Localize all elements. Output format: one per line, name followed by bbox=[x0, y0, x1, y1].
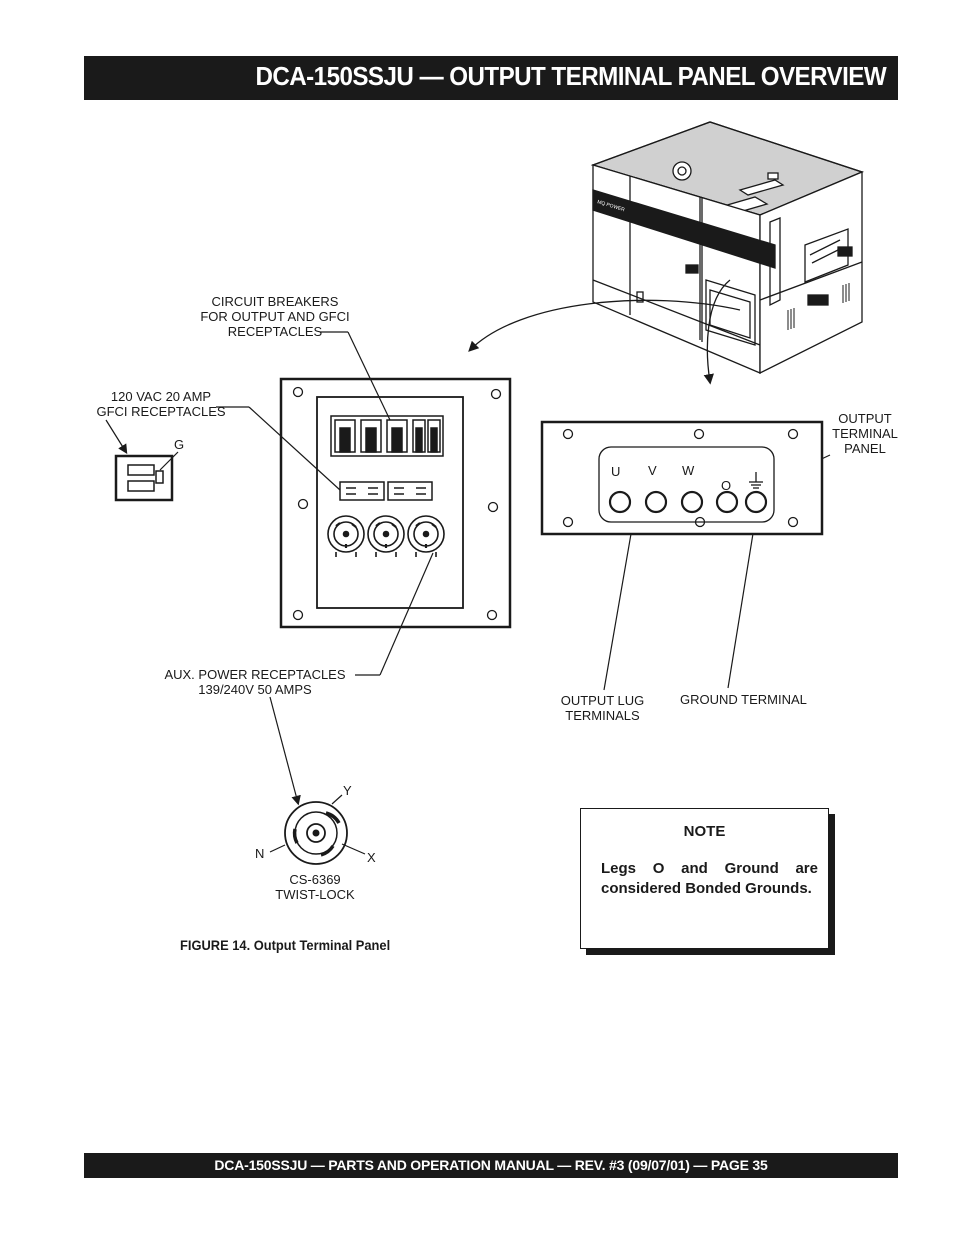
gfci-label-line1: 120 VAC 20 AMP bbox=[110, 389, 212, 404]
twist-lock-pin-x: X bbox=[367, 850, 376, 865]
output-terminal-panel-label-line1: OUTPUT bbox=[838, 411, 892, 426]
circuit-breakers-label-line3: RECEPTACLES bbox=[227, 324, 323, 339]
aux-power-label-line1: AUX. POWER RECEPTACLES bbox=[164, 667, 346, 682]
twist-lock-pin-n: N bbox=[255, 846, 265, 861]
note-title: NOTE bbox=[683, 823, 726, 840]
output-lug-label-line2: TERMINALS bbox=[565, 708, 640, 723]
terminal-o-label: O bbox=[721, 478, 732, 493]
twist-lock-label-line1: CS-6369 bbox=[289, 872, 341, 887]
twist-lock-label: CS-6369 TWIST-LOCK bbox=[260, 872, 370, 902]
circuit-breakers-label: CIRCUIT BREAKERS FOR OUTPUT AND GFCI REC… bbox=[190, 294, 360, 339]
circuit-breakers-label-line2: FOR OUTPUT AND GFCI bbox=[200, 309, 350, 324]
page-title-bar: DCA-150SSJU — OUTPUT TERMINAL PANEL OVER… bbox=[84, 56, 898, 100]
gfci-label-line2: GFCI RECEPTACLES bbox=[96, 404, 226, 419]
terminal-v-label: V bbox=[648, 463, 657, 478]
aux-power-label: AUX. POWER RECEPTACLES 139/240V 50 AMPS bbox=[150, 667, 360, 697]
gfci-receptacle-detail bbox=[114, 454, 174, 502]
aux-power-label-line2: 139/240V 50 AMPS bbox=[198, 682, 312, 697]
circuit-breakers bbox=[330, 415, 444, 457]
note-body: Legs O and Ground are considered Bonded … bbox=[601, 860, 818, 897]
output-lug-label-line1: OUTPUT LUG bbox=[560, 693, 645, 708]
circuit-breakers-label-line1: CIRCUIT BREAKERS bbox=[211, 294, 339, 309]
output-terminal-panel-label-line2: TERMINAL bbox=[832, 426, 898, 441]
terminal-w-label: W bbox=[682, 463, 695, 478]
twist-lock-detail bbox=[269, 794, 366, 865]
twist-lock-pin-y: Y bbox=[343, 783, 352, 798]
aux-power-receptacles bbox=[327, 515, 445, 557]
page-footer-bar: DCA-150SSJU — PARTS AND OPERATION MANUAL… bbox=[84, 1153, 898, 1178]
note-box: NOTE Legs O and Ground are considered Bo… bbox=[580, 808, 829, 949]
gfci-receptacles-panel bbox=[339, 481, 433, 501]
gfci-label: 120 VAC 20 AMP GFCI RECEPTACLES bbox=[76, 389, 246, 419]
ground-terminal-label: GROUND TERMINAL bbox=[680, 692, 807, 707]
output-terminal-panel bbox=[540, 420, 824, 536]
figure-caption: FIGURE 14. Output Terminal Panel bbox=[180, 937, 391, 953]
twist-lock-label-line2: TWIST-LOCK bbox=[275, 887, 355, 902]
terminal-u-label: U bbox=[611, 464, 621, 479]
generator-illustration: MQ POWER bbox=[590, 121, 864, 375]
gfci-ground-label: G bbox=[174, 437, 185, 452]
page-title: DCA-150SSJU — OUTPUT TERMINAL PANEL OVER… bbox=[255, 61, 886, 91]
page-footer: DCA-150SSJU — PARTS AND OPERATION MANUAL… bbox=[214, 1157, 768, 1173]
output-terminal-panel-label-line3: PANEL bbox=[844, 441, 886, 456]
output-lug-label: OUTPUT LUG TERMINALS bbox=[550, 693, 655, 723]
output-terminal-panel-label: OUTPUT TERMINAL PANEL bbox=[820, 411, 910, 456]
